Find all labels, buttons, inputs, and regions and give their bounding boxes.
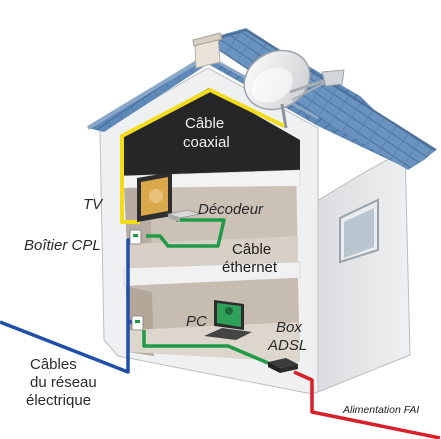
- house-side-wall: [309, 149, 411, 393]
- cpl-plug-icon-lower: [131, 315, 144, 331]
- chimney-icon: [192, 32, 223, 69]
- decoder-icon: [166, 209, 202, 222]
- cpl-plug-icon-upper: [129, 229, 142, 245]
- label-cable-coaxial-line2: coaxial: [183, 134, 230, 151]
- power-cable-red: [293, 370, 441, 439]
- tv-icon: [137, 172, 172, 222]
- label-cable-ethernet-line2: éthernet: [222, 259, 278, 276]
- ethernet-cable-upper: [146, 218, 226, 248]
- coaxial-cable: [120, 88, 285, 224]
- label-cable-coaxial-line1: Câble: [185, 115, 224, 132]
- label-box-line2: ADSL: [267, 337, 307, 354]
- label-tv: TV: [83, 196, 104, 213]
- label-pc: PC: [186, 313, 207, 330]
- label-alimentation-fai: Alimentation FAI: [342, 404, 419, 416]
- label-cables-reseau-line3: électrique: [26, 392, 91, 409]
- label-boitier-cpl: Boîtier CPL: [24, 237, 101, 254]
- label-cable-ethernet-line1: Câble: [232, 241, 271, 258]
- label-box-line1: Box: [276, 319, 302, 336]
- label-cables-reseau-line2: du réseau: [30, 374, 97, 391]
- pc-monitor-icon: [204, 300, 252, 340]
- adsl-box-icon: [268, 358, 298, 373]
- satellite-dish-icon: [243, 49, 345, 129]
- label-decodeur: Décodeur: [198, 201, 264, 218]
- window-icon: [339, 198, 379, 264]
- label-cables-reseau-line1: Câbles: [30, 356, 77, 373]
- ethernet-cable-lower: [142, 330, 281, 370]
